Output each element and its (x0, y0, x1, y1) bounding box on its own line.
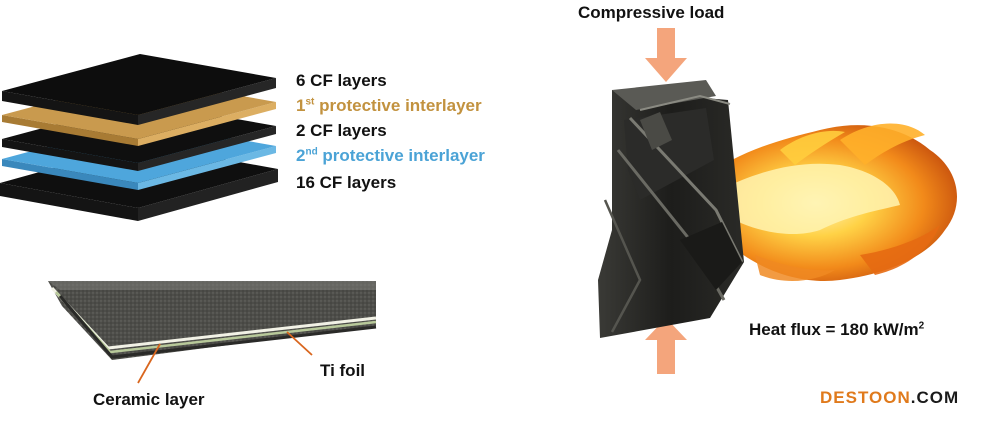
label-1st-interlayer: 1st protective interlayer (296, 97, 482, 114)
layer-6-cf (2, 54, 276, 125)
label-2nd-interlayer: 2nd protective interlayer (296, 147, 485, 164)
label-16-cf-layers: 16 CF layers (296, 173, 397, 192)
label-1st-number: 1 (296, 96, 306, 115)
top-arrow (645, 28, 687, 82)
label-compressive-load: Compressive load (578, 3, 725, 22)
label-heat-flux-text: Heat flux = 180 kW/m (749, 320, 919, 339)
label-heat-flux: Heat flux = 180 kW/m2 (749, 321, 924, 338)
layer-stack (0, 54, 278, 221)
label-2nd-text: protective interlayer (317, 146, 485, 165)
label-2nd-sup: nd (305, 146, 318, 158)
label-ti-foil: Ti foil (320, 361, 366, 380)
cross-section-sample (48, 281, 377, 384)
bottom-arrow (645, 318, 687, 374)
label-ceramic-layer: Ceramic layer (93, 390, 205, 409)
fire-flame (700, 123, 957, 282)
label-heat-flux-sup: 2 (918, 320, 925, 332)
label-2nd-number: 2 (296, 146, 306, 165)
watermark-part-a: DESTOON (820, 388, 911, 407)
ti-leader-line (286, 331, 313, 356)
ceramic-leader-line (137, 343, 161, 384)
label-1st-sup: st (305, 96, 315, 108)
label-6-cf-layers: 6 CF layers (296, 71, 387, 90)
watermark-logo: DESTOON.COM (820, 389, 959, 406)
label-1st-text: protective interlayer (314, 96, 482, 115)
watermark-part-b: .COM (910, 388, 960, 407)
burnt-test-panel (598, 80, 744, 338)
label-2-cf-layers: 2 CF layers (296, 121, 387, 140)
